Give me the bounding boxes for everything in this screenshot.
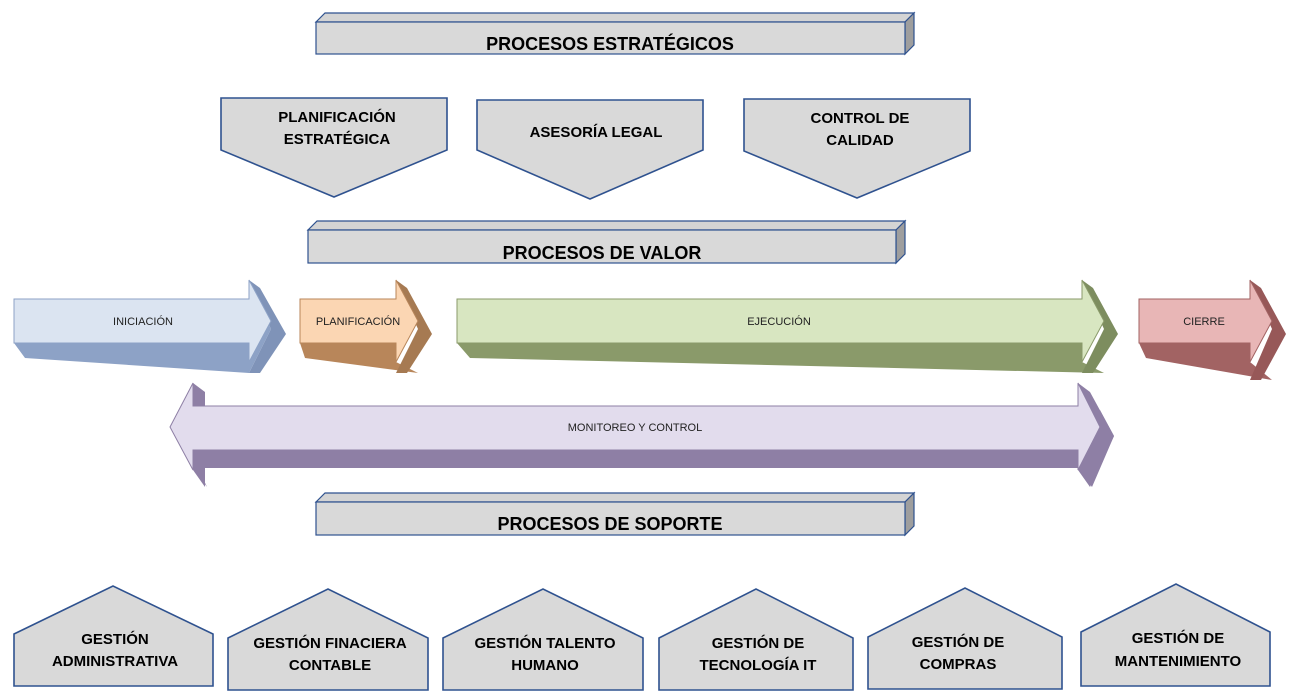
phase-arrow-side <box>396 280 432 373</box>
phase-arrow-face <box>456 279 1105 363</box>
strategic-item-1-line-1: PLANIFICACIÓN <box>278 108 396 126</box>
value-bar-top <box>306 220 907 231</box>
phase-arrow-face <box>299 279 419 363</box>
phase-arrow-side <box>1250 280 1286 380</box>
phase-arrow-depth <box>14 280 271 373</box>
strategic-item-2: ASESORÍA LEGAL <box>476 99 704 200</box>
value-title: PROCESOS DE VALOR <box>503 243 702 263</box>
support-item-4: GESTIÓN DE TECNOLOGÍA IT <box>658 588 854 691</box>
support-item-6-line-2: MANTENIMIENTO <box>1115 653 1242 670</box>
phase-arrow-planificacion: PLANIFICACIÓN <box>299 279 432 373</box>
monitoring-arrow-right-side <box>1078 383 1114 487</box>
support-item-5: GESTIÓN DE COMPRAS <box>867 587 1063 690</box>
strategic-item-shape <box>743 98 971 199</box>
support-item-shape <box>13 585 214 687</box>
phase-label-cierre: CIERRE <box>1183 316 1225 328</box>
support-header-bar: PROCESOS DE SOPORTE <box>314 491 916 537</box>
support-item-4-line-1: GESTIÓN DE <box>712 634 805 652</box>
support-item-3-line-1: GESTIÓN TALENTO <box>474 634 615 652</box>
phase-label-iniciacion: INICIACIÓN <box>113 315 173 328</box>
phase-arrow-depth <box>457 343 1104 373</box>
support-title: PROCESOS DE SOPORTE <box>497 514 722 534</box>
monitoring-arrow-depth <box>185 410 1114 487</box>
strategic-item-1: PLANIFICACIÓN ESTRATÉGICA <box>220 97 448 198</box>
phase-arrow-face <box>13 279 272 363</box>
strategic-item-3-line-1: CONTROL DE <box>811 110 910 127</box>
support-item-shape <box>227 588 429 691</box>
phase-arrow-depth <box>1139 343 1272 380</box>
phase-arrow-side <box>1082 280 1118 373</box>
support-item-4-line-2: TECNOLOGÍA IT <box>700 657 817 674</box>
support-item-shape <box>442 588 644 691</box>
support-item-1: GESTIÓN ADMINISTRATIVA <box>13 585 214 687</box>
support-item-shape <box>867 587 1063 690</box>
support-item-2: GESTIÓN FINACIERA CONTABLE <box>227 588 429 691</box>
phase-arrow-iniciacion: INICIACIÓN <box>13 279 286 373</box>
strategic-bar-front <box>315 21 906 55</box>
phase-label-planificacion: PLANIFICACIÓN <box>316 315 400 328</box>
strategic-header-bar: PROCESOS ESTRATÉGICOS <box>314 11 916 56</box>
support-item-1-line-2: ADMINISTRATIVA <box>52 653 178 670</box>
phase-arrow-ejecucion: EJECUCIÓN <box>456 279 1118 373</box>
support-item-3-line-2: HUMANO <box>511 657 579 674</box>
strategic-item-2-line-1: ASESORÍA LEGAL <box>530 124 663 141</box>
strategic-bar-top <box>314 12 916 23</box>
support-bar-top <box>314 492 916 503</box>
support-item-2-line-2: CONTABLE <box>289 657 371 674</box>
support-item-1-line-1: GESTIÓN <box>81 630 149 648</box>
support-item-5-line-1: GESTIÓN DE <box>912 633 1005 651</box>
support-item-shape <box>658 588 854 691</box>
support-item-6: GESTIÓN DE MANTENIMIENTO <box>1080 583 1271 687</box>
monitoring-arrow-left-side <box>193 383 205 406</box>
phase-arrow-depth <box>300 343 418 373</box>
support-item-2-line-1: GESTIÓN FINACIERA <box>253 634 407 652</box>
strategic-title: PROCESOS ESTRATÉGICOS <box>486 33 734 54</box>
phase-label-ejecucion: EJECUCIÓN <box>747 315 811 328</box>
phase-arrow-cierre: CIERRE <box>1138 279 1286 380</box>
monitoring-arrow: MONITOREO Y CONTROL <box>169 382 1114 487</box>
support-item-shape <box>1080 583 1271 687</box>
monitoring-arrow-left-bottom <box>193 450 205 487</box>
support-item-6-line-1: GESTIÓN DE <box>1132 629 1225 647</box>
support-bar-front <box>315 501 906 536</box>
support-item-3: GESTIÓN TALENTO HUMANO <box>442 588 644 691</box>
strategic-item-shape <box>220 97 448 198</box>
strategic-item-3: CONTROL DE CALIDAD <box>743 98 971 199</box>
monitoring-label: MONITOREO Y CONTROL <box>568 422 702 434</box>
value-bar-front <box>307 229 897 264</box>
phase-arrow-side <box>249 280 286 373</box>
strategic-item-3-line-2: CALIDAD <box>826 132 894 149</box>
phase-arrow-face <box>1138 279 1273 363</box>
strategic-item-1-line-2: ESTRATÉGICA <box>284 131 391 148</box>
value-header-bar: PROCESOS DE VALOR <box>306 219 907 265</box>
strategic-item-shape <box>476 99 704 200</box>
support-item-5-line-2: COMPRAS <box>920 656 997 673</box>
